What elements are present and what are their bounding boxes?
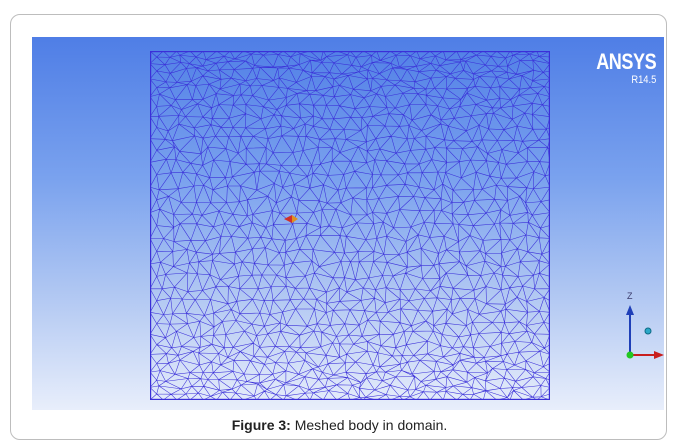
figure-caption: Figure 3: Meshed body in domain.: [11, 417, 666, 433]
z-axis-arrow-icon: [626, 305, 634, 315]
graphics-viewport[interactable]: ANSYS R14.5 Z X: [32, 37, 664, 410]
meshed-body-marker-icon: [284, 215, 298, 223]
y-axis-view-icon: [644, 327, 652, 335]
logo-version: R14.5: [631, 74, 656, 86]
ansys-logo: ANSYS R14.5: [583, 49, 657, 86]
mesh-lines: [150, 51, 550, 400]
coordinate-triad[interactable]: Z X: [612, 287, 664, 367]
caption-text: Meshed body in domain.: [290, 417, 448, 433]
mesh-boundary: [150, 51, 550, 400]
logo-brand: ANSYS: [595, 49, 657, 74]
figure-frame: ANSYS R14.5 Z X Figure 3: Meshed body in…: [10, 14, 667, 440]
mesh-body: [150, 51, 550, 400]
origin-point-icon: [626, 351, 634, 359]
x-axis-arrow-icon: [654, 351, 664, 359]
z-axis-label: Z: [627, 291, 633, 301]
caption-label: Figure 3:: [231, 417, 291, 433]
